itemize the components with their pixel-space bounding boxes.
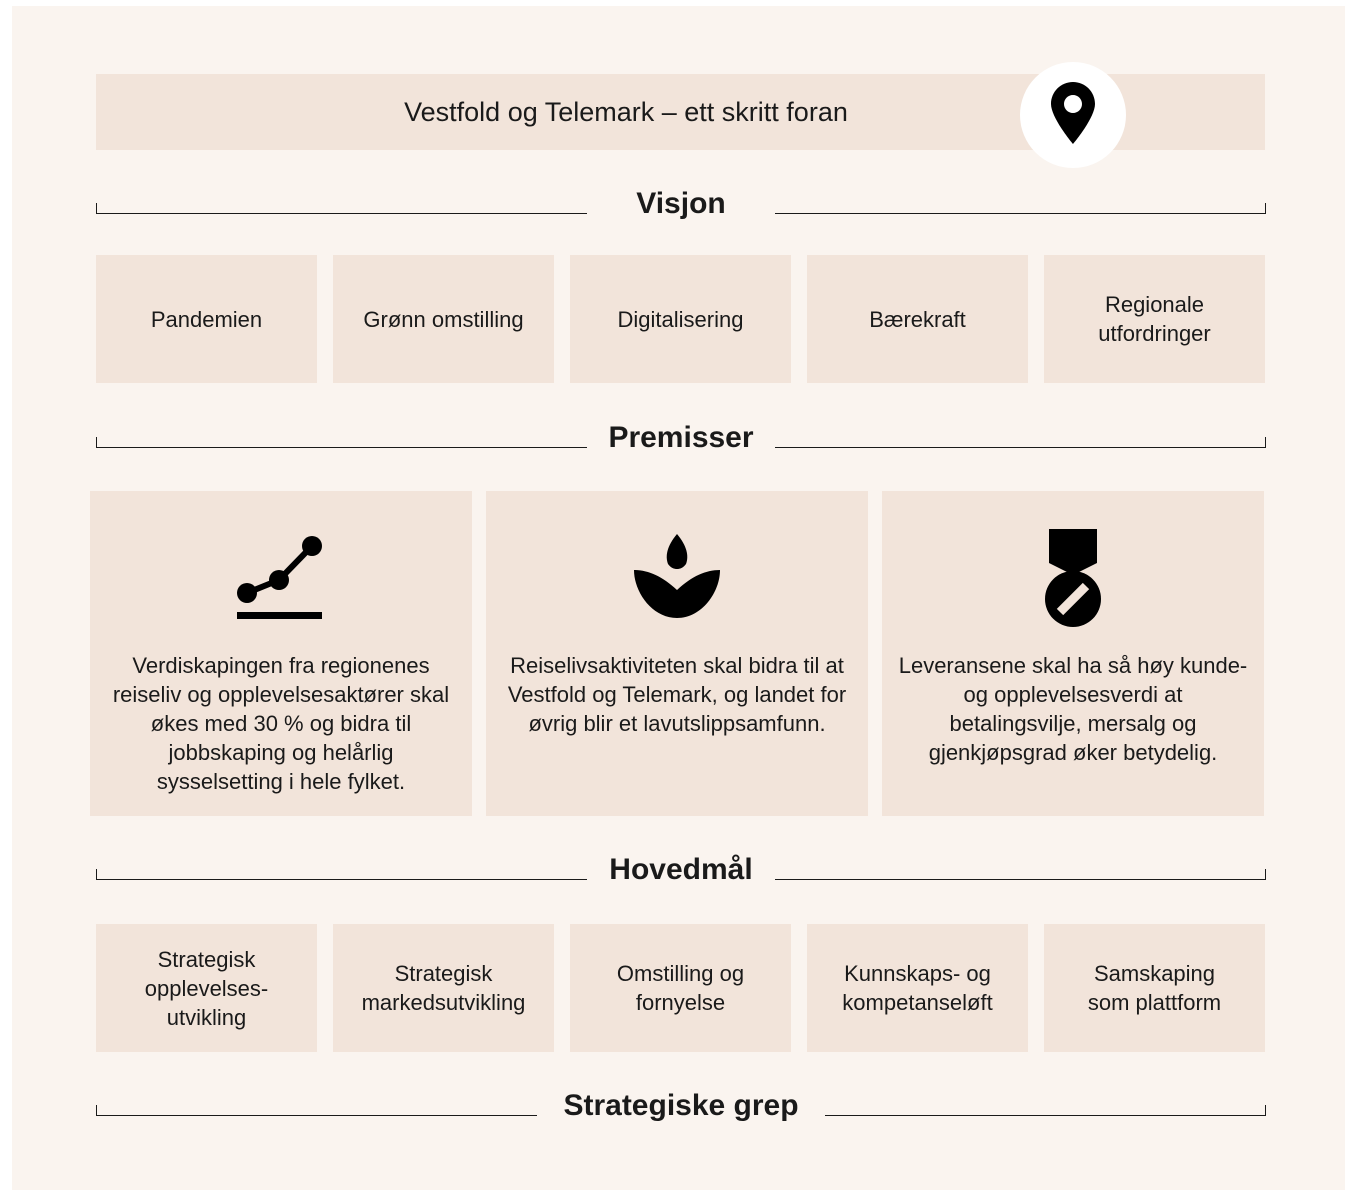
premise-card: Reiselivsaktiviteten skal bidra til at V… <box>486 491 868 816</box>
hovedmal-box: Strategisk markedsutvikling <box>333 924 554 1052</box>
premisser-row: Verdiskapingen fra regionenes reiseliv o… <box>90 491 1264 816</box>
visjon-box: Digitalisering <box>570 255 791 383</box>
premisser-divider: Premisser <box>96 421 1266 454</box>
growth-chart-icon <box>237 536 322 619</box>
premise-text: Verdiskapingen fra regionenes reiseliv o… <box>112 653 450 794</box>
premise-text: Reiselivsaktiviteten skal bidra til at V… <box>507 653 847 736</box>
banner-title: Vestfold og Telemark – ett skritt foran <box>404 97 848 127</box>
visjon-row: Pandemien Grønn omstilling Digitaliserin… <box>96 255 1265 383</box>
hovedmal-box: Strategisk opplevelses-utvikling <box>96 924 317 1052</box>
section-title-visjon: Visjon <box>636 187 726 220</box>
map-pin-badge <box>1020 62 1126 168</box>
map-pin-icon <box>1051 82 1095 144</box>
lotus-leaf-icon <box>634 534 720 618</box>
section-title-hovedmal: Hovedmål <box>609 853 753 886</box>
visjon-box: Regionale utfordringer <box>1044 255 1265 383</box>
premise-card: Leveransene skal ha så høy kunde- og opp… <box>882 491 1264 816</box>
visjon-divider: Visjon <box>96 187 1266 220</box>
hovedmal-divider: Hovedmål <box>96 853 1266 886</box>
premise-card: Verdiskapingen fra regionenes reiseliv o… <box>90 491 472 816</box>
visjon-box: Bærekraft <box>807 255 1028 383</box>
strategiske-grep-divider: Strategiske grep <box>96 1089 1266 1122</box>
hovedmal-box: Samskaping som plattform <box>1044 924 1265 1052</box>
section-title-strategiske-grep: Strategiske grep <box>563 1089 799 1122</box>
hovedmal-row: Strategisk opplevelses-utvikling Strateg… <box>96 924 1265 1052</box>
hovedmal-box: Omstilling og fornyelse <box>570 924 791 1052</box>
visjon-box: Pandemien <box>96 255 317 383</box>
section-title-premisser: Premisser <box>608 421 754 454</box>
visjon-box: Grønn omstilling <box>333 255 554 383</box>
hovedmal-box: Kunnskaps- og kompetanseløft <box>807 924 1028 1052</box>
medal-icon <box>1045 529 1101 627</box>
premise-text: Leveransene skal ha så høy kunde- og opp… <box>898 653 1248 765</box>
